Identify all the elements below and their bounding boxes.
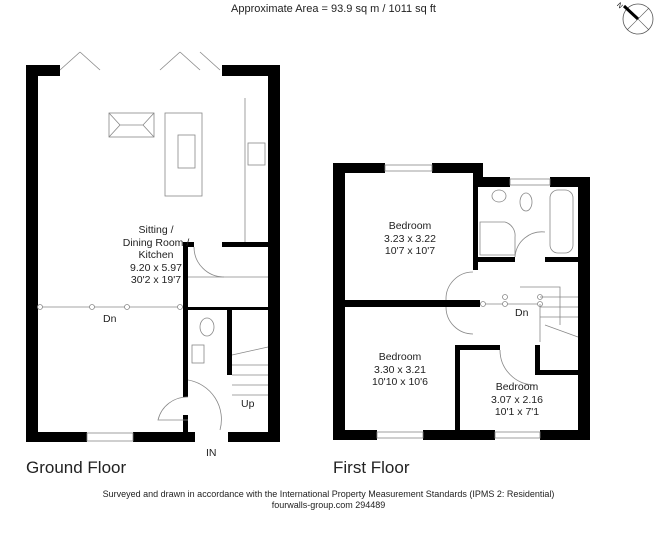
approximate-area: Approximate Area = 93.9 sq m / 1011 sq f… bbox=[231, 3, 436, 15]
room-bedroom-3: Bedroom 3.07 x 2.16 10'1 x 7'1 bbox=[491, 381, 543, 419]
entrance-label: IN bbox=[206, 447, 217, 459]
room-name: Bedroom bbox=[495, 381, 539, 393]
room-name: Bedroom bbox=[388, 220, 432, 232]
ground-floor-title: Ground Floor bbox=[26, 458, 127, 477]
survey-standard-note: Surveyed and drawn in accordance with th… bbox=[102, 489, 555, 499]
room-size-imperial: 10'10 x 10'6 bbox=[372, 376, 428, 388]
room-sitting-dining-kitchen: Sitting / Dining Room / Kitchen 9.20 x 5… bbox=[123, 224, 190, 287]
ground-floor-fixtures bbox=[37, 51, 269, 442]
room-size-imperial: 30'2 x 19'7 bbox=[130, 274, 182, 286]
room-name: Sitting / Dining Room / Kitchen bbox=[122, 224, 190, 261]
room-size-metric: 3.07 x 2.16 bbox=[491, 393, 543, 406]
first-floor-walls bbox=[333, 163, 590, 440]
stairs-down-label: Dn bbox=[103, 313, 117, 325]
stairs-down-label: Dn bbox=[515, 307, 529, 319]
room-size-metric: 3.30 x 3.21 bbox=[374, 363, 426, 376]
room-size-imperial: 10'1 x 7'1 bbox=[494, 406, 540, 418]
room-bedroom-1: Bedroom 3.23 x 3.22 10'7 x 10'7 bbox=[384, 220, 436, 258]
first-floor-title: First Floor bbox=[333, 458, 410, 477]
room-name: Bedroom bbox=[378, 351, 422, 363]
first-floor-fixtures bbox=[376, 164, 579, 439]
north-label: N bbox=[615, 2, 624, 11]
reference-note: fourwalls-group.com 294489 bbox=[271, 500, 386, 510]
room-size-metric: 9.20 x 5.97 bbox=[130, 261, 182, 274]
stairs-up-label: Up bbox=[241, 398, 255, 410]
ground-floor-walls bbox=[26, 65, 280, 442]
north-arrow-icon bbox=[622, 3, 654, 35]
room-size-imperial: 10'7 x 10'7 bbox=[384, 245, 436, 257]
room-bedroom-2: Bedroom 3.30 x 3.21 10'10 x 10'6 bbox=[372, 351, 428, 389]
room-size-metric: 3.23 x 3.22 bbox=[384, 232, 436, 245]
